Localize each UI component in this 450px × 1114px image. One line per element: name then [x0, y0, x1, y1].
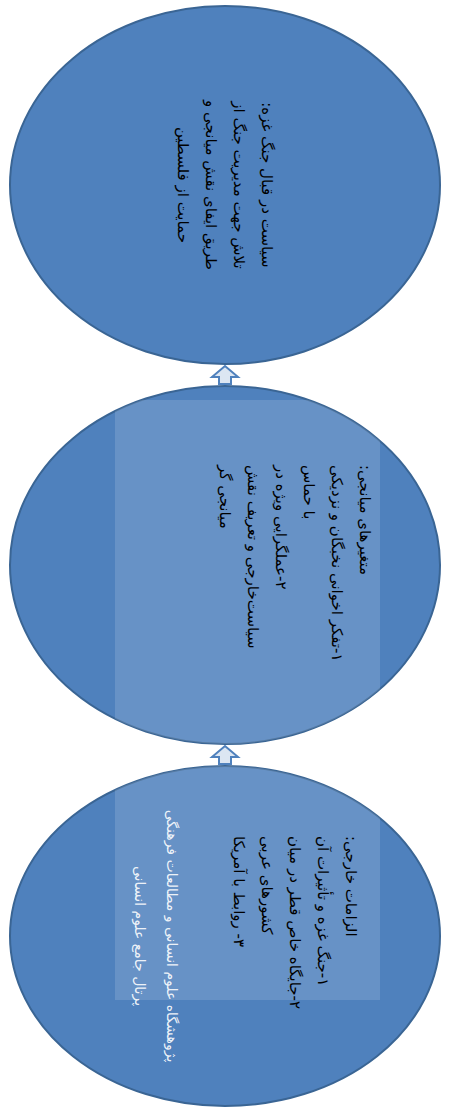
node-item: ۱-جنگ غزه و تأثیرات آن: [309, 836, 337, 1036]
rotated-text-block: متغیرهای میانجی:۱-تفکر اخوانی نخبگان و ن…: [211, 465, 379, 665]
ellipse-outline: [8, 764, 442, 1108]
ellipse-node: متغیرهای میانجی:۱-تفکر اخوانی نخبگان و ن…: [8, 384, 442, 746]
watermark-text: پژوهشگاه علوم انسانی و مطالعات فرهنگی: [163, 810, 181, 1063]
node-item: ۳- روابط با آمریکا: [225, 836, 253, 1036]
node-item: ۲-عملگرایی ویژه در سیاست‌خارجی و تعریف ن…: [211, 465, 295, 665]
ellipse-node: سیاست در قبال جنگ غزه:تلاش جهت مدیریت جن…: [8, 4, 442, 366]
ellipse-outline: [8, 384, 442, 746]
rotated-text-block: الزامات خارجی:۱-جنگ غزه و تأثیرات آن۲-جا…: [225, 836, 365, 1036]
watermark-panel: [115, 400, 380, 746]
node-item: ۲-جایگاه خاص قطر در میان کشورهای عربی: [253, 836, 309, 1036]
node-item: ۱-تفکر اخوانی نخبگان و نزدیکی با حماس: [295, 465, 351, 665]
ellipse-fill: [10, 6, 440, 364]
rotated-text-block: سیاست در قبال جنگ غزه:تلاش جهت مدیریت جن…: [169, 85, 281, 285]
watermark-text: پرتال جامع علوم انسانی: [131, 866, 149, 1006]
node-heading: سیاست در قبال جنگ غزه:: [253, 85, 281, 285]
block-arrow: [212, 746, 238, 764]
ellipse-outline: [8, 4, 442, 366]
block-arrow: [212, 366, 238, 384]
node-heading: الزامات خارجی:: [337, 836, 365, 1036]
ellipse-node: الزامات خارجی:۱-جنگ غزه و تأثیرات آن۲-جا…: [8, 764, 442, 1108]
node-item: تلاش جهت مدیریت جنگ از طریق ایفای نقش می…: [169, 85, 253, 285]
node-heading: متغیرهای میانجی:: [351, 465, 379, 665]
